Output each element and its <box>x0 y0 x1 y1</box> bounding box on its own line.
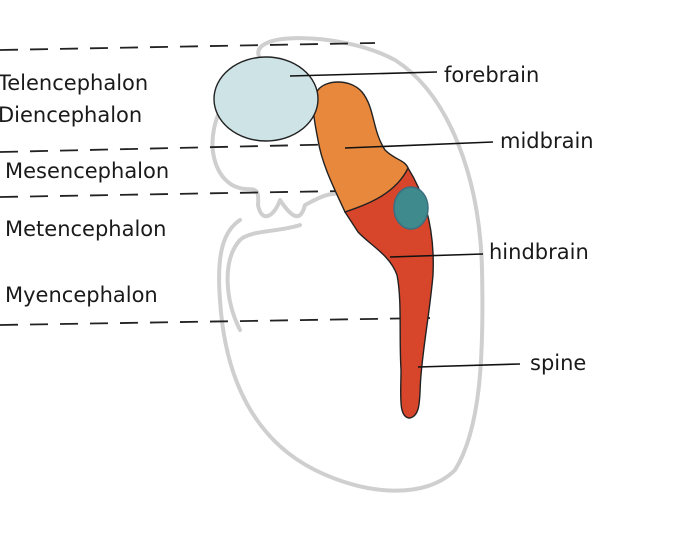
boundary-top-dash <box>0 42 376 51</box>
part-label-midbrain: midbrain <box>500 129 594 153</box>
region-label-mesencephalon: Mesencephalon <box>5 159 169 183</box>
region-label-diencephalon: Diencephalon <box>0 103 142 127</box>
hindbrain-leader-line <box>389 253 484 258</box>
hindbrain-spine-shape <box>343 166 434 419</box>
region-label-myencephalon: Myencephalon <box>5 283 158 307</box>
part-label-hindbrain: hindbrain <box>489 240 589 264</box>
region-label-telencephalon: Telencephalon <box>0 71 148 95</box>
forebrain-shape <box>213 56 319 142</box>
boundary-mesencephalon-metencephalon-dash <box>0 189 401 198</box>
midbrain-leader-line <box>344 141 494 149</box>
embryo-lower-curve <box>225 223 302 332</box>
part-label-forebrain: forebrain <box>444 63 539 87</box>
hindbrain-spot <box>393 186 429 230</box>
spine-leader-line <box>417 363 521 368</box>
boundary-bottom-dash <box>0 317 431 326</box>
part-label-spine: spine <box>530 351 586 375</box>
boundary-diencephalon-mesencephalon-dash <box>0 143 351 153</box>
embryo-body-outline <box>217 36 485 493</box>
forebrain-leader-line <box>289 71 438 77</box>
region-label-metencephalon: Metencephalon <box>5 217 166 241</box>
embryo-inner-curve <box>210 63 347 219</box>
